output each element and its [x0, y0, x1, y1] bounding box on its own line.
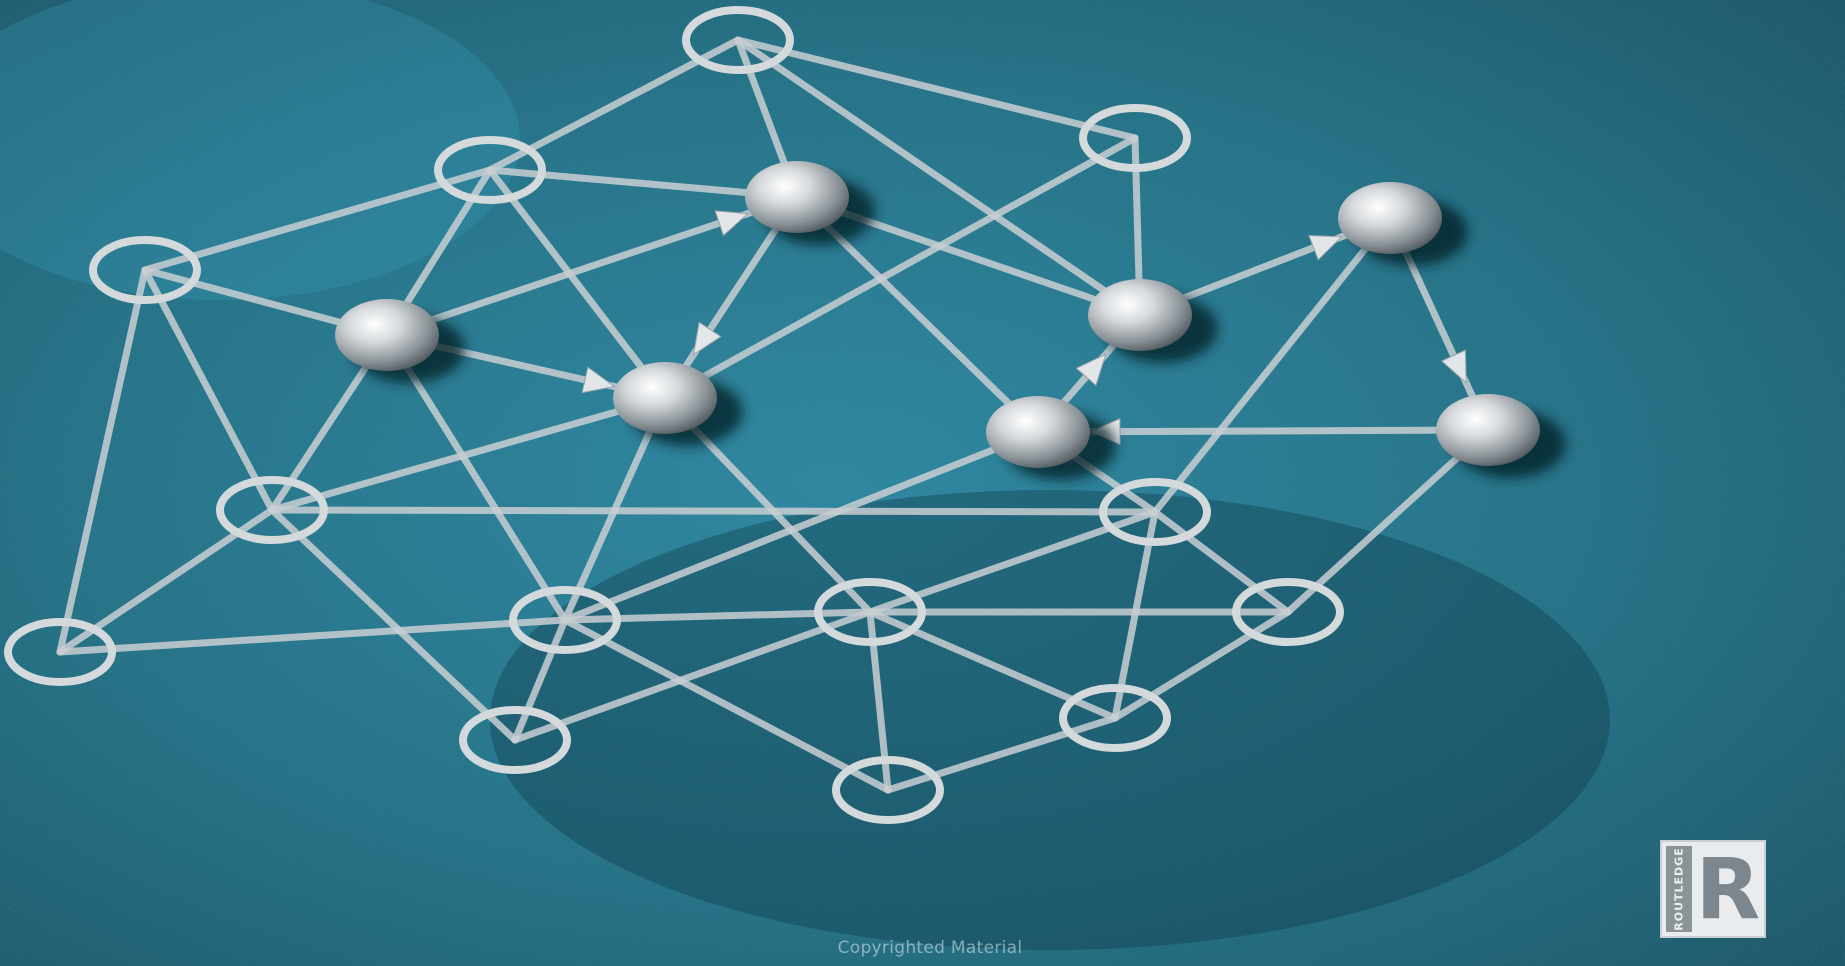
solid-node: [1338, 182, 1442, 254]
background-dark-patch: [490, 490, 1610, 950]
solid-node: [1436, 394, 1540, 466]
solid-node: [613, 362, 717, 434]
solid-node: [986, 396, 1090, 468]
publisher-logo-strip: ROUTLEDGE: [1666, 846, 1692, 932]
copyright-watermark: Copyrighted Material: [720, 938, 1140, 958]
graph-edge: [272, 510, 1155, 512]
publisher-logo: ROUTLEDGE R: [1660, 840, 1766, 938]
solid-node: [745, 161, 849, 233]
publisher-logo-letter: R: [1692, 844, 1764, 934]
solid-node: [335, 299, 439, 371]
solid-node: [1088, 279, 1192, 351]
